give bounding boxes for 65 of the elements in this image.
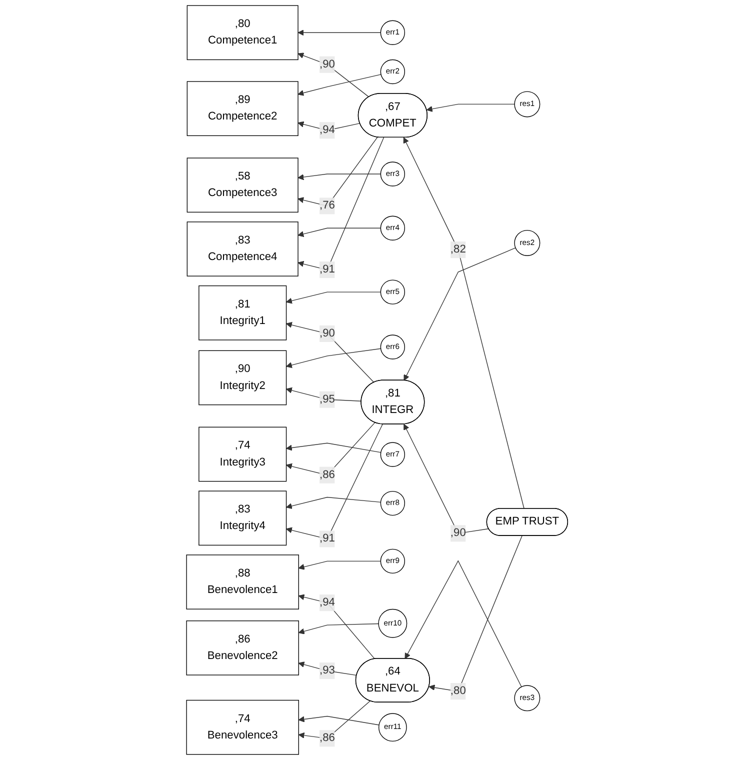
arrow bbox=[404, 424, 490, 534]
arrow bbox=[286, 442, 382, 453]
arrow bbox=[429, 536, 523, 692]
arrow bbox=[298, 30, 382, 36]
node-circle bbox=[514, 685, 541, 712]
node-circle bbox=[380, 20, 406, 45]
arrow bbox=[404, 137, 525, 510]
edge-label: ,76 bbox=[320, 200, 336, 212]
node-box bbox=[187, 222, 299, 276]
arrow bbox=[298, 136, 378, 206]
edge-label: ,86 bbox=[320, 732, 336, 744]
node-box bbox=[187, 81, 299, 136]
edge-label: ,90 bbox=[320, 327, 336, 340]
node-box bbox=[198, 285, 287, 340]
arrow bbox=[298, 594, 376, 660]
edge-label: ,82 bbox=[450, 244, 466, 256]
arrow bbox=[298, 137, 384, 270]
node-circle bbox=[380, 216, 406, 241]
node-box bbox=[186, 700, 300, 755]
edge-label: ,94 bbox=[320, 596, 336, 608]
node-box bbox=[186, 554, 300, 610]
arrow bbox=[298, 623, 380, 634]
arrow bbox=[298, 52, 370, 98]
arrow bbox=[286, 496, 382, 510]
node-circle bbox=[380, 490, 406, 516]
edge-label: ,91 bbox=[320, 264, 336, 276]
arrow bbox=[286, 424, 384, 540]
arrow bbox=[298, 74, 382, 96]
edge-label: ,90 bbox=[450, 527, 466, 539]
node-circle bbox=[380, 442, 406, 467]
node-box bbox=[186, 620, 300, 676]
arrow bbox=[426, 104, 516, 112]
arrow bbox=[286, 348, 382, 368]
node-circle bbox=[380, 334, 406, 360]
edge-label: ,80 bbox=[450, 685, 466, 697]
node-box bbox=[198, 350, 287, 406]
arrow bbox=[298, 700, 371, 739]
arrow bbox=[286, 322, 375, 383]
arrow bbox=[286, 292, 382, 304]
node-box bbox=[187, 5, 299, 60]
edge-label: ,95 bbox=[320, 393, 336, 406]
arrow bbox=[404, 248, 516, 381]
edge-label: ,86 bbox=[320, 468, 336, 481]
arrow bbox=[298, 174, 382, 180]
node-circle bbox=[380, 162, 406, 186]
arrow bbox=[298, 716, 380, 726]
node-box bbox=[198, 426, 287, 482]
arrow bbox=[286, 422, 376, 476]
node-circle bbox=[380, 280, 406, 304]
edge-label: ,90 bbox=[320, 58, 336, 70]
arrow bbox=[286, 387, 362, 402]
arrow bbox=[405, 560, 522, 688]
node-circle bbox=[378, 608, 408, 638]
edge-label: ,91 bbox=[320, 532, 336, 545]
node-circle bbox=[514, 230, 541, 256]
node-circle bbox=[380, 59, 406, 84]
node-circle bbox=[378, 713, 408, 742]
arrow bbox=[298, 560, 382, 570]
edge-label: ,94 bbox=[320, 124, 336, 136]
node-box bbox=[187, 158, 299, 213]
arrow bbox=[298, 228, 382, 237]
edge-label: ,93 bbox=[320, 664, 336, 676]
node-box bbox=[198, 490, 287, 546]
node-circle bbox=[380, 548, 406, 574]
node-circle bbox=[514, 91, 541, 118]
